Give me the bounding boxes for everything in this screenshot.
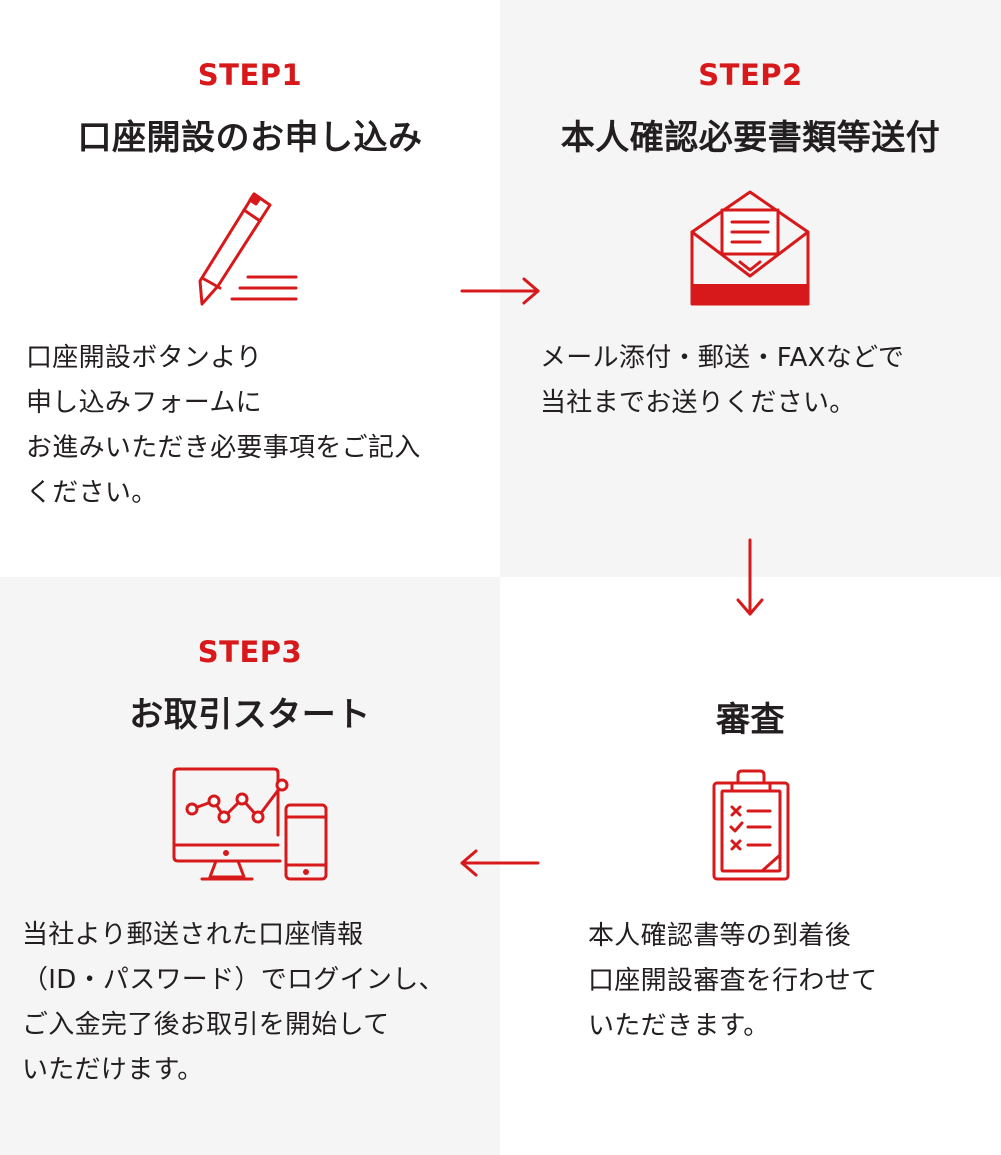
step1-line: お進みいただき必要事項をご記入 bbox=[26, 433, 421, 463]
step3-panel: STEP3 お取引スタート 当社より郵送された口座情報 （ID・パスワード）でロ… bbox=[0, 577, 500, 1155]
review-line: 口座開設審査を行わせて bbox=[588, 966, 878, 996]
arrow-left-icon bbox=[460, 849, 540, 877]
step1-title: 口座開設のお申し込み bbox=[77, 118, 423, 158]
step2-description: メール添付・郵送・FAXなどで 当社までお送りください。 bbox=[540, 336, 904, 426]
step3-line: 当社より郵送された口座情報 bbox=[22, 920, 364, 950]
arrow-down-icon bbox=[736, 538, 764, 616]
step2-panel: STEP2 本人確認必要書類等送付 メール添付・郵送・FAXなどで 当社までお送… bbox=[500, 0, 1001, 577]
step1-panel: STEP1 口座開設のお申し込み 口座開設ボタンより 申し込みフォームに お進み… bbox=[0, 0, 500, 577]
step2-line: メール添付・郵送・FAXなどで bbox=[540, 343, 905, 373]
review-line: いただきます。 bbox=[588, 1011, 770, 1041]
step1-line: 口座開設ボタンより bbox=[26, 343, 263, 373]
review-line: 本人確認書等の到着後 bbox=[588, 921, 852, 951]
review-panel: 審査 本人確認書等の到着後 口座開設審査を行わせて いただきます。 bbox=[500, 577, 1001, 1155]
step2-line: 当社までお送りください。 bbox=[540, 388, 856, 418]
step3-description: 当社より郵送された口座情報 （ID・パスワード）でログインし、 ご入金完了後お取… bbox=[22, 913, 445, 1093]
envelope-icon bbox=[690, 190, 810, 306]
step2-label: STEP2 bbox=[698, 58, 803, 92]
review-title: 審査 bbox=[716, 700, 785, 740]
step3-line: ご入金完了後お取引を開始して bbox=[22, 1010, 390, 1040]
step1-line: ください。 bbox=[26, 478, 158, 508]
step1-description: 口座開設ボタンより 申し込みフォームに お進みいただき必要事項をご記入 ください… bbox=[26, 336, 421, 516]
step2-title: 本人確認必要書類等送付 bbox=[560, 118, 941, 158]
review-description: 本人確認書等の到着後 口座開設審査を行わせて いただきます。 bbox=[588, 914, 877, 1049]
step1-line: 申し込みフォームに bbox=[26, 388, 262, 418]
step3-title: お取引スタート bbox=[129, 695, 371, 735]
arrow-right-icon bbox=[460, 277, 540, 305]
step1-label: STEP1 bbox=[197, 58, 303, 92]
step3-line: （ID・パスワード）でログインし、 bbox=[22, 965, 445, 995]
step3-line: いただけます。 bbox=[22, 1055, 204, 1085]
monitor-phone-chart-icon bbox=[172, 767, 328, 881]
clipboard-checklist-icon bbox=[712, 769, 790, 881]
step3-label: STEP3 bbox=[197, 635, 303, 669]
pencil-icon bbox=[198, 192, 298, 306]
